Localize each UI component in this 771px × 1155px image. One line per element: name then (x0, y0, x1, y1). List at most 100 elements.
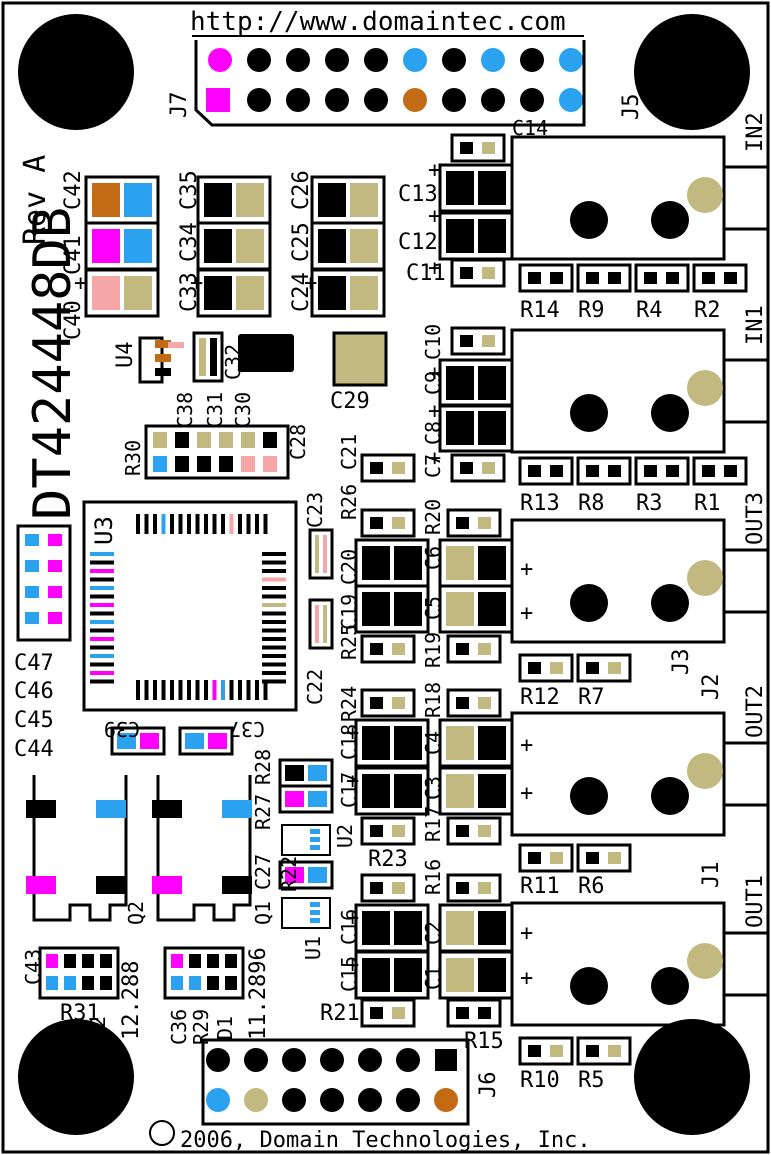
j7-pin (364, 48, 388, 72)
u3-pin (263, 680, 268, 700)
jack-out1 (510, 901, 770, 1027)
u3-pin (262, 662, 286, 667)
resistor-outline (446, 816, 502, 846)
label-r17: R17 (421, 806, 445, 842)
label-c18: C18 (337, 724, 361, 760)
pad (446, 911, 474, 945)
jack-pad (687, 560, 723, 596)
label-c34: C34 (177, 222, 202, 262)
capacitor-outline (438, 584, 514, 634)
pad (197, 456, 211, 472)
left-cap-array (16, 524, 72, 642)
j6-pin (358, 1048, 382, 1072)
u3-pin (136, 680, 140, 700)
jack-hole (651, 777, 689, 815)
pad (478, 366, 506, 400)
polarity-plus: + (428, 446, 441, 471)
pad (155, 368, 171, 376)
capacitor-outline (308, 528, 334, 580)
pad (152, 876, 182, 894)
pad (370, 462, 383, 474)
pad (478, 592, 506, 626)
pad (478, 958, 506, 992)
pad (446, 171, 474, 205)
capacitor-outline (192, 331, 224, 383)
label-r22: R22 (277, 856, 301, 892)
capacitor-outline (354, 718, 430, 768)
pad (446, 411, 474, 445)
resistor-outline (518, 263, 574, 293)
polarity-plus: + (520, 733, 533, 758)
label-c20: C20 (337, 549, 361, 585)
pad (460, 267, 473, 279)
pad (394, 546, 422, 580)
polarity-plus: + (346, 769, 359, 794)
label-c8: C8 (421, 421, 445, 445)
u3-pin (90, 654, 114, 658)
j6-pin (396, 1048, 420, 1072)
r18 (446, 688, 502, 718)
r26 (360, 508, 416, 538)
pad (96, 876, 126, 894)
copyright-circle (149, 1120, 175, 1146)
pad (370, 643, 383, 655)
pad (370, 517, 383, 529)
pad (26, 800, 56, 818)
pad (460, 335, 473, 347)
capacitor-outline (84, 268, 160, 318)
pad (318, 229, 346, 263)
j7-pin (520, 48, 544, 72)
j7-pin (208, 48, 232, 72)
label-c2: C2 (421, 921, 445, 945)
mounting-hole-top-right (634, 14, 750, 130)
capacitor-outline (278, 860, 334, 890)
label-c4: C4 (421, 731, 445, 755)
pad (207, 976, 219, 990)
label-c40: C40 (61, 300, 86, 340)
pad (550, 272, 563, 284)
polarity-plus: + (520, 921, 533, 946)
outline (163, 946, 245, 1000)
j7-pin (247, 88, 271, 112)
pad (478, 774, 506, 808)
label-u1: U1 (301, 936, 325, 960)
crystal-area-left (26, 775, 128, 922)
jack-hole (570, 777, 608, 815)
r7 (576, 653, 632, 683)
c11 (450, 258, 506, 288)
pad (478, 219, 506, 253)
resistor-outline (518, 843, 574, 873)
label-c7: C7 (421, 454, 445, 478)
label-c47: C47 (14, 651, 54, 676)
r11 (518, 843, 574, 873)
label-r31: R31 (60, 1001, 100, 1026)
pad (460, 142, 473, 154)
pad (82, 954, 94, 968)
u3-pin (262, 645, 286, 650)
pad (189, 954, 201, 968)
pad (204, 276, 232, 310)
jack-hole (570, 201, 608, 239)
u3-pin (90, 586, 114, 590)
mounting-hole-bottom-left (18, 1019, 134, 1135)
pad (210, 338, 217, 376)
resistor-outline (446, 508, 502, 538)
u3-pin (90, 611, 114, 616)
label-c30: C30 (231, 392, 255, 428)
r29-d1-array (163, 946, 245, 1000)
resistor-outline (576, 1036, 632, 1066)
resistor-outline (360, 873, 416, 903)
j7-pin (559, 48, 583, 72)
capacitor-outline (310, 268, 386, 318)
capacitor-outline (278, 784, 334, 814)
resistor (634, 456, 690, 486)
pad (528, 272, 541, 284)
part-number: DT424448DB (23, 207, 83, 520)
u3-pin (178, 680, 183, 700)
polarity-plus: + (346, 721, 359, 746)
label-crystal-112896: 11.2896 (246, 947, 271, 1040)
crystal-outline (156, 775, 252, 922)
c1 (438, 950, 514, 1000)
pad (482, 462, 495, 474)
label-c21: C21 (337, 434, 361, 470)
